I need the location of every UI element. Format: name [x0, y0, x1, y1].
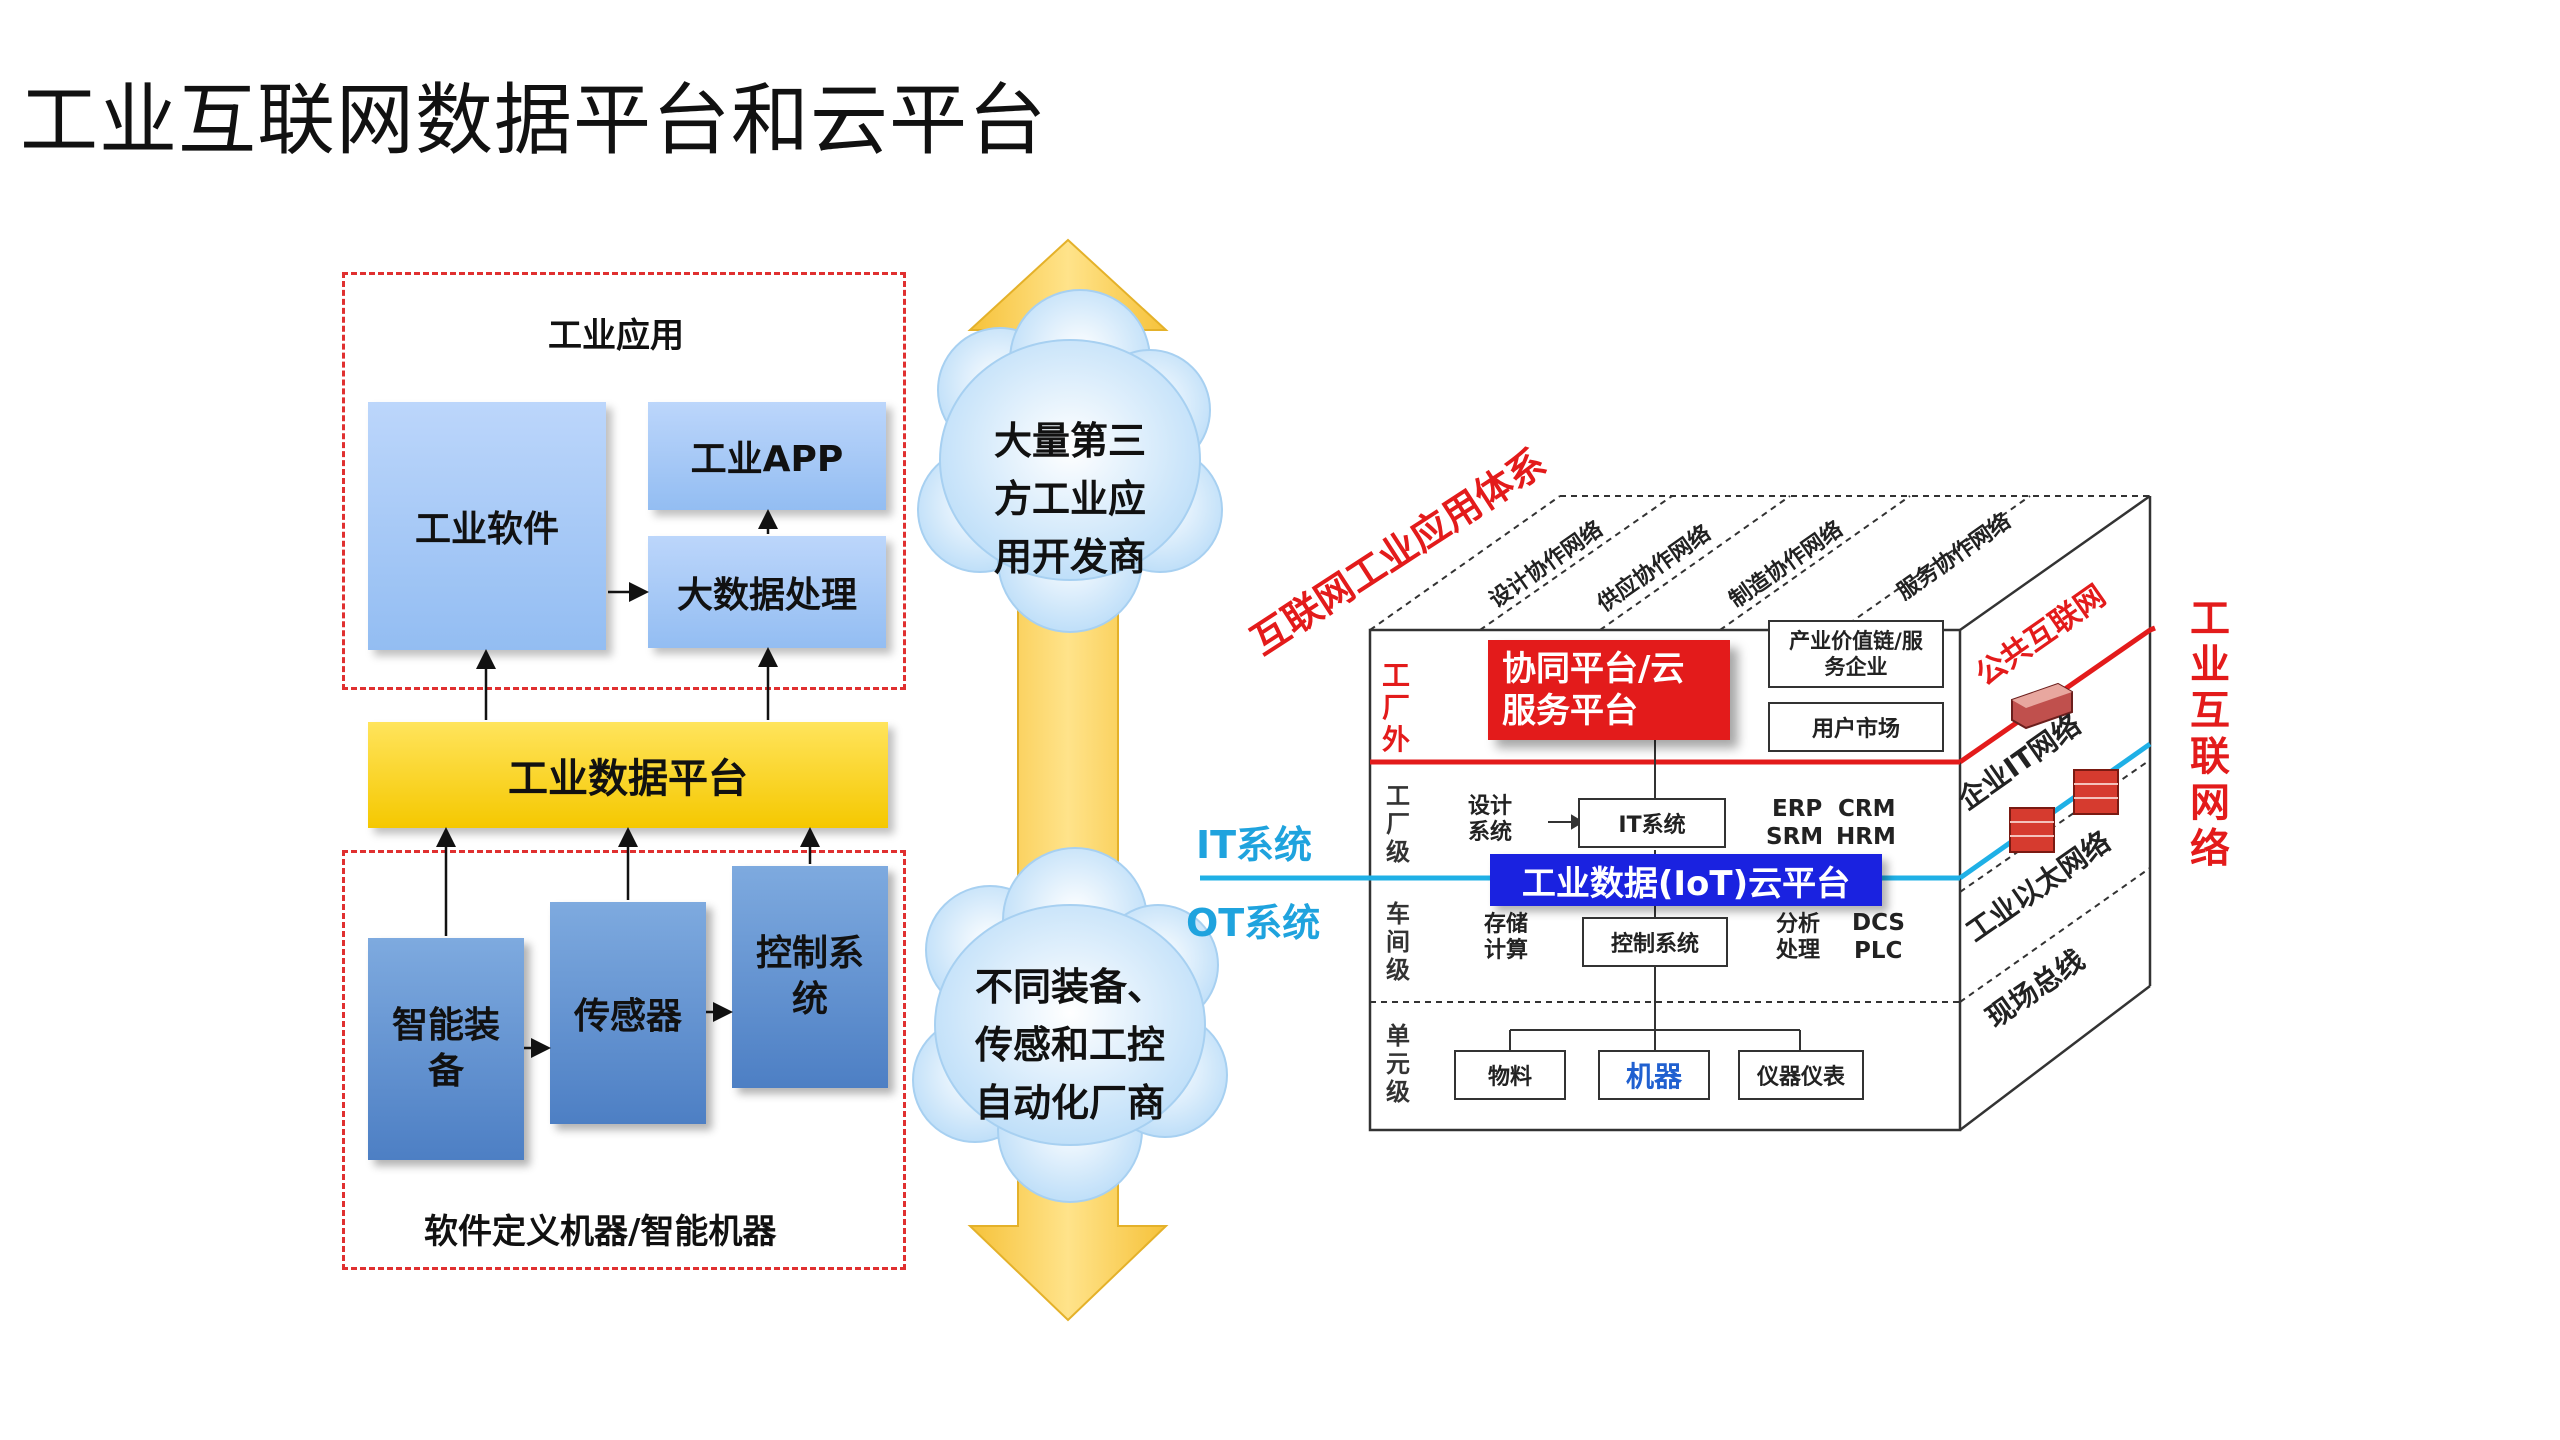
material-label: 物料: [1487, 1065, 1532, 1090]
iot-cloud-platform-bar: 工业数据(IoT)云平台: [1490, 854, 1882, 906]
industrial-apps-region: [342, 272, 906, 690]
firewall-icon: [2009, 769, 2119, 853]
cloud-top-line-2: 方工业应: [993, 477, 1146, 521]
cloud-top-line-3: 用开发商: [993, 535, 1146, 579]
control-system-box: 控制系统: [1582, 917, 1728, 967]
machine-box: 机器: [1598, 1050, 1710, 1100]
control-system-box-label: 控制系统: [1610, 932, 1699, 957]
collaboration-platform-block: 协同平台/云服务平台: [1488, 640, 1730, 740]
it-system-label: IT系统: [1196, 823, 1313, 867]
hrm-label: HRM: [1836, 824, 1896, 850]
page-title: 工业互联网数据平台和云平台: [20, 76, 1048, 166]
cloud-bottom: [912, 847, 1228, 1203]
industrial-data-platform-block: 工业数据平台: [368, 722, 888, 828]
industrial-software-block: 工业软件: [368, 402, 606, 650]
dcs-label: DCS: [1852, 910, 1905, 936]
user-market-label: 用户市场: [1811, 717, 1900, 742]
level-unit: 单元级: [1386, 1022, 1410, 1106]
smart-equipment-label: 智能装备: [391, 1005, 500, 1092]
smart-equipment-block: 智能装备: [368, 938, 524, 1160]
control-system-block: 控制系统: [732, 866, 888, 1088]
big-data-label: 大数据处理: [676, 575, 857, 616]
cloud-top-line-1: 大量第三: [993, 419, 1146, 463]
design-system-label: 设计系统: [1468, 794, 1513, 845]
cloud-bottom-line-3: 自动化厂商: [974, 1081, 1165, 1125]
level-outside-factory: 工厂外: [1381, 659, 1410, 756]
collaboration-platform-label: 协同平台/云服务平台: [1502, 649, 1685, 731]
iot-cloud-platform-label: 工业数据(IoT)云平台: [1521, 863, 1851, 904]
srm-label: SRM: [1766, 824, 1824, 850]
level-factory: 工厂级: [1386, 782, 1410, 866]
smart-machine-caption: 软件定义机器/智能机器: [424, 1212, 777, 1252]
big-data-block: 大数据处理: [648, 536, 886, 648]
control-system-label: 控制系统: [755, 933, 864, 1020]
sensor-label: 传感器: [573, 996, 682, 1037]
analysis-label: 分析处理: [1776, 912, 1821, 963]
machine-label: 机器: [1625, 1060, 1682, 1093]
industrial-software-label: 工业软件: [414, 509, 559, 550]
it-system-box-label: IT系统: [1618, 813, 1686, 838]
sensor-block: 传感器: [550, 902, 706, 1124]
plc-label: PLC: [1854, 938, 1903, 964]
industrial-internet-network-title: 工业互联网络: [2190, 596, 2230, 872]
cloud-bottom-line-1: 不同装备、: [974, 965, 1165, 1009]
material-box: 物料: [1454, 1050, 1566, 1100]
cloud-top-text: 大量第三 方工业应 用开发商: [940, 412, 1200, 586]
instrument-label: 仪器仪表: [1756, 1065, 1845, 1090]
value-chain-label: 产业价值链/服务企业: [1789, 629, 1923, 679]
industrial-apps-title: 工业应用: [548, 316, 684, 356]
smart-machine-region: [342, 850, 906, 1270]
crm-label: CRM: [1838, 796, 1896, 822]
cloud-bottom-line-2: 传感和工控: [974, 1023, 1165, 1067]
industrial-app-block: 工业APP: [648, 402, 886, 510]
storage-compute-label: 存储计算: [1484, 912, 1529, 963]
ot-system-label: OT系统: [1186, 901, 1321, 945]
cloud-bottom-text: 不同装备、 传感和工控 自动化厂商: [940, 958, 1200, 1132]
cloud-top: [917, 289, 1223, 633]
level-workshop: 车间级: [1386, 900, 1410, 984]
it-system-box: IT系统: [1578, 798, 1726, 848]
industrial-app-label: 工业APP: [690, 439, 844, 480]
value-chain-box: 产业价值链/服务企业: [1768, 620, 1944, 688]
router-icon: [2011, 682, 2073, 730]
erp-label: ERP: [1772, 796, 1823, 822]
industrial-data-platform-label: 工业数据平台: [508, 756, 748, 802]
instrument-box: 仪器仪表: [1738, 1050, 1864, 1100]
user-market-box: 用户市场: [1768, 702, 1944, 752]
